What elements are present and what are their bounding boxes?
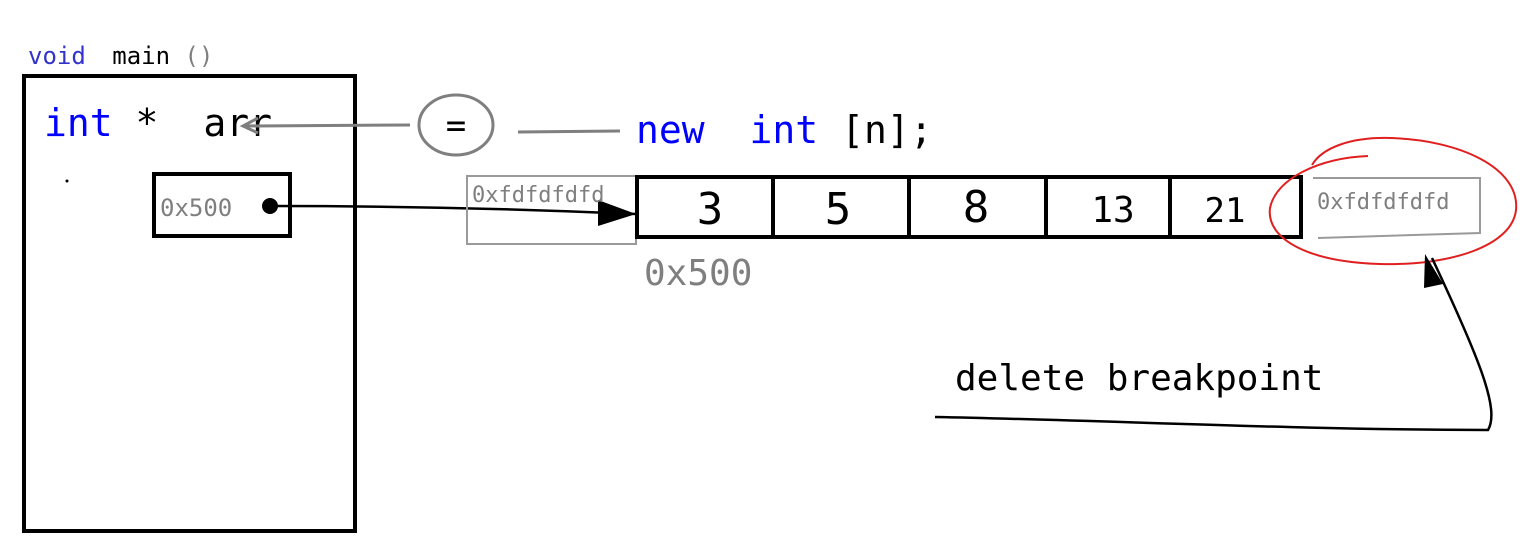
array-value: 5 xyxy=(825,184,852,235)
array-cell xyxy=(1168,175,1303,239)
connector-line xyxy=(517,129,621,134)
array-values: 3 5 8 13 21 xyxy=(697,182,1246,235)
main-name: main xyxy=(112,42,170,70)
new-rest: [n]; xyxy=(841,108,933,152)
assign-arrow-line xyxy=(243,123,411,128)
stray-dot xyxy=(65,179,69,183)
array-value: 8 xyxy=(963,182,990,233)
assign-arrowhead xyxy=(239,116,259,135)
pointer-arrow-line xyxy=(269,204,637,216)
main-signature: void main () xyxy=(28,42,213,70)
annotation-arrow-line xyxy=(934,257,1493,432)
main-parens: () xyxy=(185,42,214,70)
new-expression: new int [n]; xyxy=(636,108,933,152)
guard-before-value: 0xfdfdfdfd xyxy=(472,183,604,208)
array-value: 3 xyxy=(697,184,724,235)
equals-symbol: = xyxy=(446,106,466,146)
new-keyword: new xyxy=(636,108,705,152)
guard-after-box xyxy=(1313,177,1481,239)
int-keyword: int xyxy=(44,101,113,145)
array-value: 13 xyxy=(1091,190,1134,231)
guard-after-value: 0xfdfdfdfd xyxy=(1317,190,1449,215)
pointer-star: * xyxy=(136,101,159,145)
array-cells xyxy=(635,175,1303,239)
array-value: 21 xyxy=(1205,191,1246,231)
void-keyword: void xyxy=(28,42,86,70)
new-int-keyword: int xyxy=(750,108,819,152)
red-highlight-circle xyxy=(1268,136,1518,266)
pointer-value: 0x500 xyxy=(160,194,232,222)
stack-frame-box xyxy=(22,74,357,533)
arr-name: arr xyxy=(203,101,272,145)
array-address: 0x500 xyxy=(644,253,752,294)
pointer-arrowhead xyxy=(598,200,636,226)
annotation-text: delete breakpoint xyxy=(955,358,1323,399)
annotation-arrowhead xyxy=(1424,254,1443,288)
arr-declaration: int * arr xyxy=(44,101,272,145)
equals-circle xyxy=(417,93,495,157)
